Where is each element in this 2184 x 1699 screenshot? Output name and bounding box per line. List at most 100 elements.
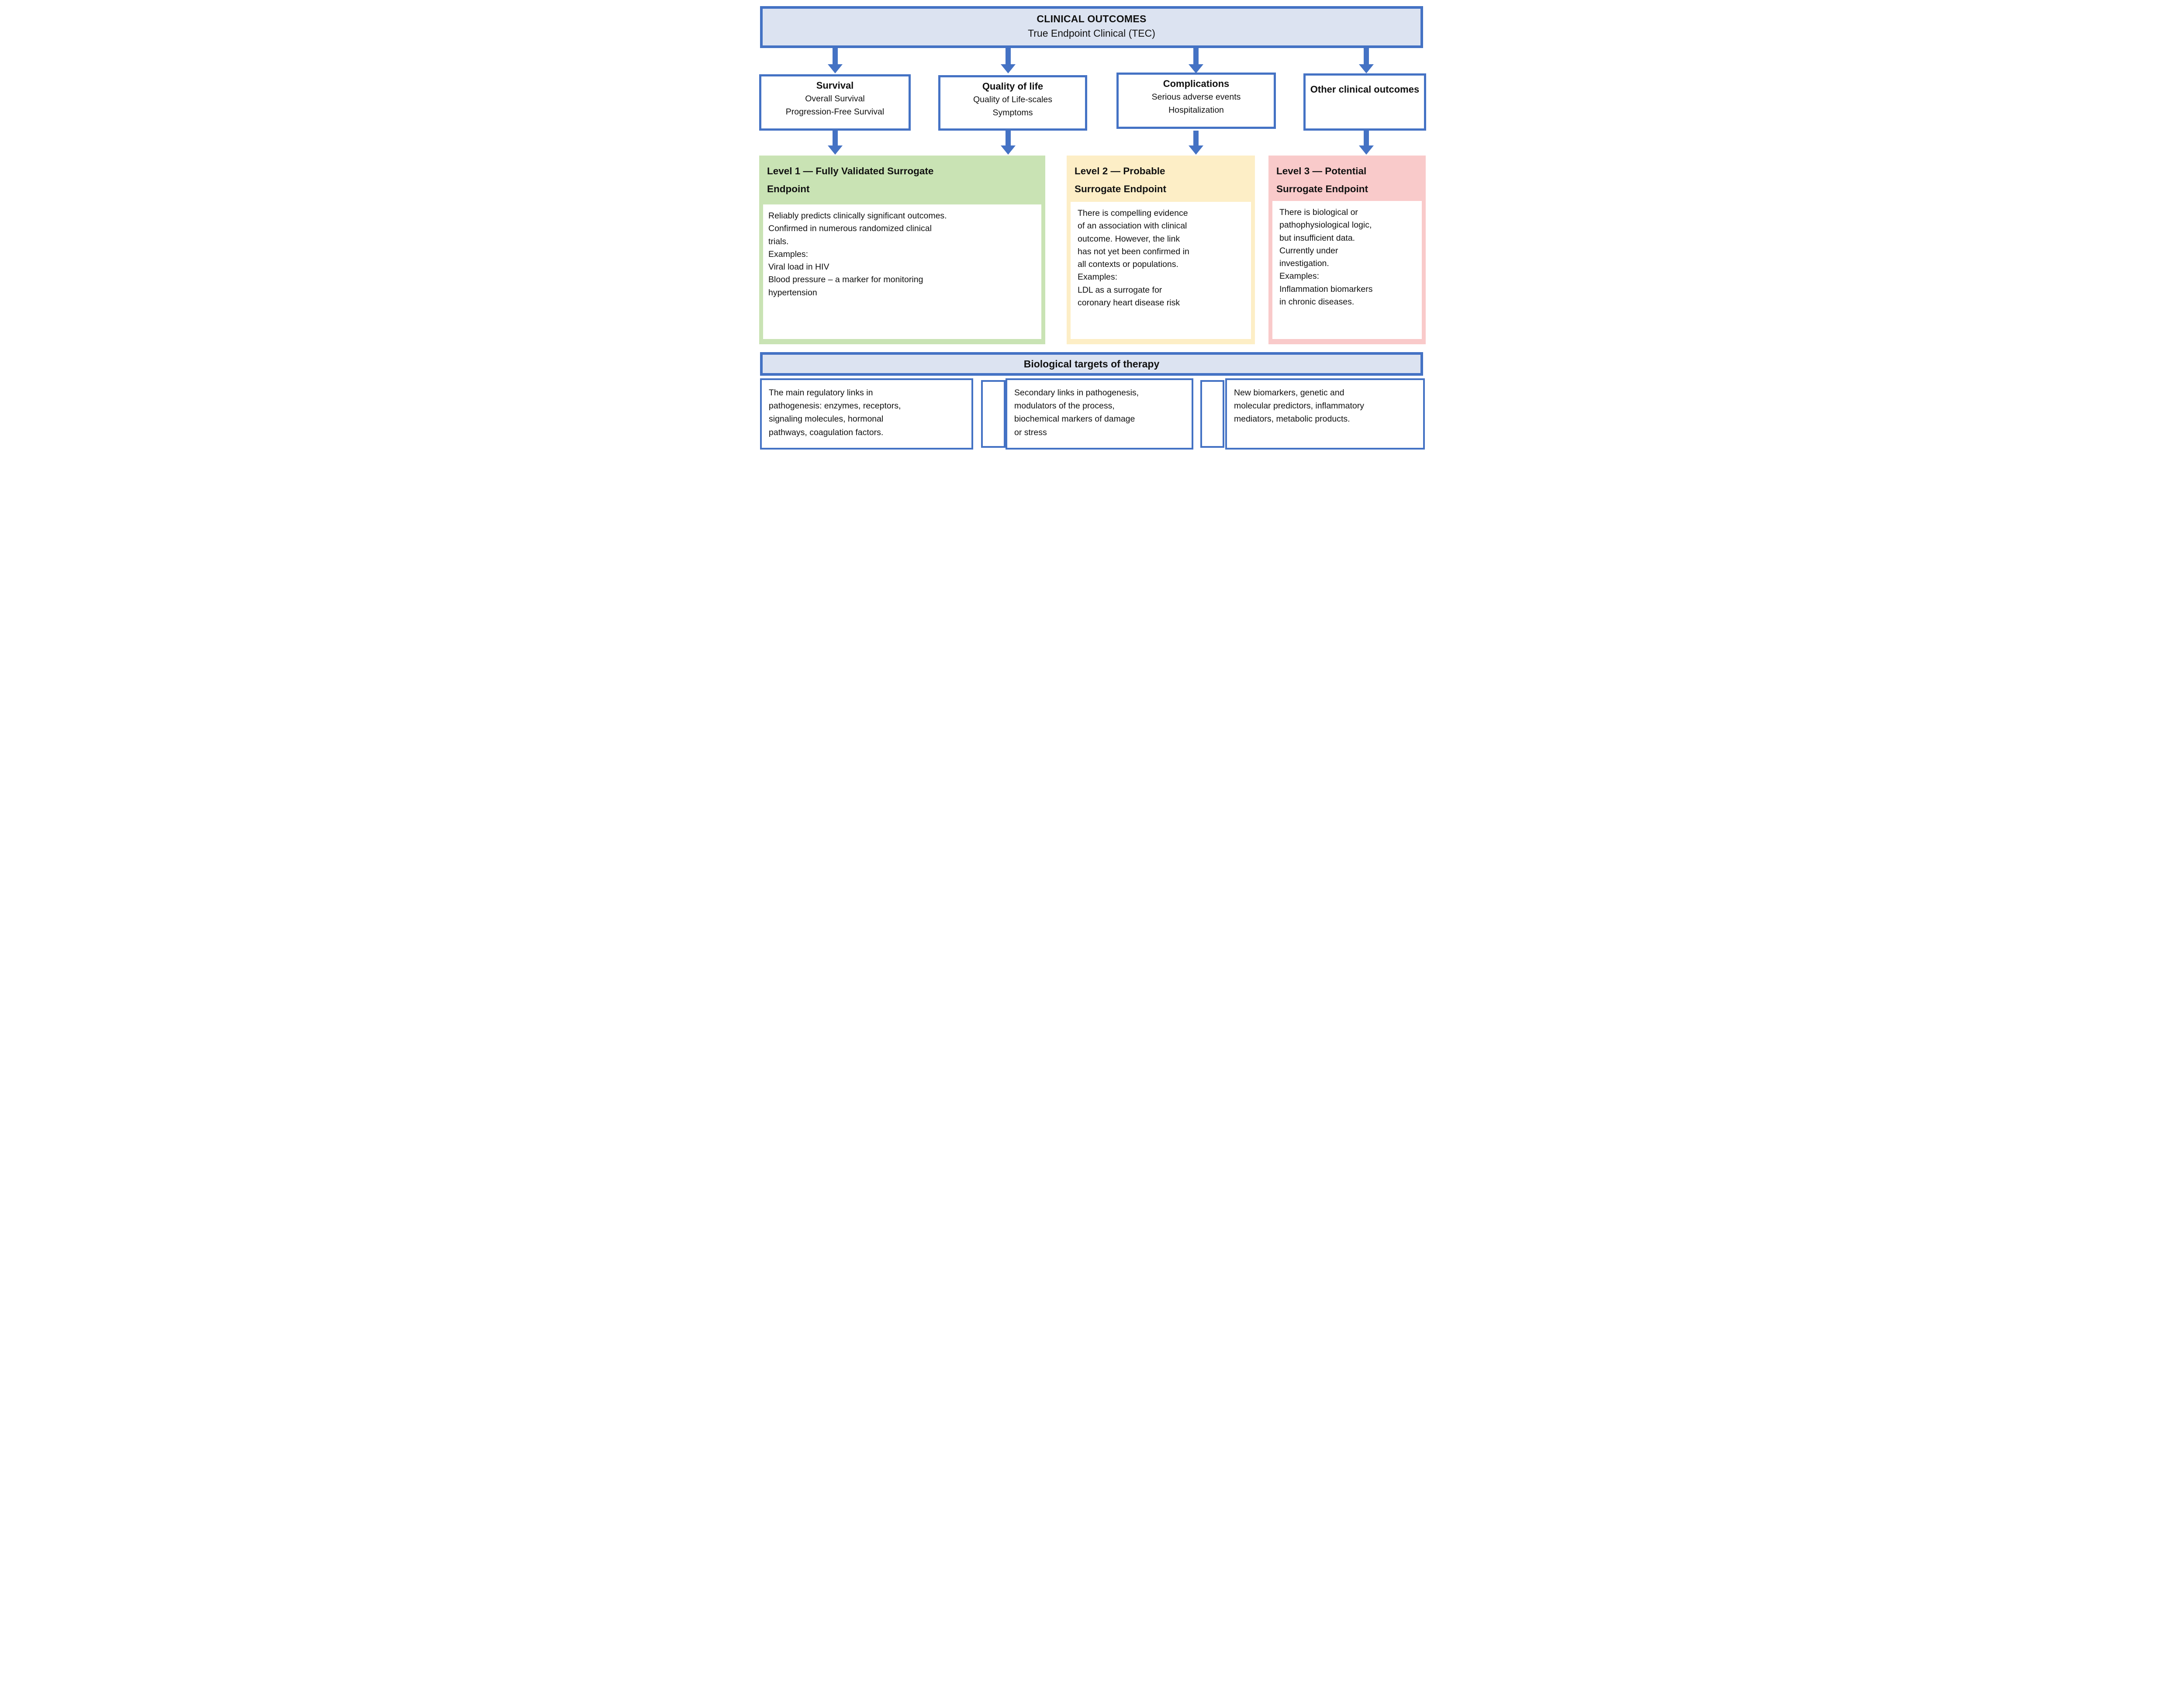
text-line: Progression-Free Survival <box>785 107 885 117</box>
down-arrow-icon <box>1001 48 1016 73</box>
text-line: trials. <box>768 236 789 246</box>
text-line: of an association with clinical <box>1078 221 1187 231</box>
down-arrow-icon <box>1189 48 1203 73</box>
text-line: Level 2 — Probable <box>1075 166 1165 176</box>
arrow-head <box>1359 145 1374 155</box>
arrow-head <box>1359 64 1374 73</box>
arrow-stem <box>1006 131 1011 145</box>
level-2-body-text: There is compelling evidence of an associ… <box>1071 202 1251 309</box>
down-arrow-icon <box>1001 131 1016 155</box>
text-line: modulators of the process, <box>1014 401 1115 411</box>
arrow-stem <box>1364 48 1369 64</box>
text-line: Hospitalization <box>1168 105 1224 115</box>
text-line: biochemical markers of damage <box>1014 414 1135 424</box>
text-line: but insufficient data. <box>1279 233 1355 243</box>
level-1-body-panel: Reliably predicts clinically significant… <box>763 204 1041 339</box>
target-box-text: Secondary links in pathogenesis, modulato… <box>1007 380 1192 439</box>
text-line: Examples: <box>768 249 809 259</box>
spacer-box <box>981 380 1006 448</box>
text-line: has not yet been confirmed in <box>1078 246 1189 256</box>
bottom-banner: Biological targets of therapy <box>760 352 1423 376</box>
level-2-body-panel: There is compelling evidence of an associ… <box>1071 202 1251 339</box>
arrow-stem <box>833 48 838 64</box>
level-3-body-panel: There is biological or pathophysiological… <box>1272 201 1422 339</box>
arrow-head <box>1001 64 1016 73</box>
down-arrow-icon <box>828 48 843 73</box>
outcome-box-title: Survival <box>816 80 854 91</box>
text-line: Quality of Life-scales <box>973 95 1052 104</box>
text-line: Viral load in HIV <box>768 262 829 272</box>
arrow-head <box>1189 145 1203 155</box>
level-3-body-text: There is biological or pathophysiological… <box>1272 201 1422 308</box>
text-line: Examples: <box>1078 272 1118 282</box>
text-line: Surrogate Endpoint <box>1276 183 1368 194</box>
arrow-stem <box>1006 48 1011 64</box>
text-line: investigation. <box>1279 259 1329 268</box>
text-line: Reliably predicts clinically significant… <box>768 211 947 221</box>
target-box-new-biomarkers: New biomarkers, genetic and molecular pre… <box>1225 378 1425 450</box>
spacer-box <box>1200 380 1224 448</box>
text-line: Level 1 — Fully Validated Surrogate <box>767 166 934 176</box>
arrow-stem <box>833 131 838 145</box>
text-line: or stress <box>1014 427 1047 437</box>
down-arrow-icon <box>1189 131 1203 155</box>
target-box-primary-links: The main regulatory links in pathogenesis… <box>760 378 973 450</box>
banner-title: CLINICAL OUTCOMES <box>1037 13 1147 24</box>
down-arrow-icon <box>1359 131 1374 155</box>
text-line: Overall Survival <box>805 94 865 104</box>
text-line: in chronic diseases. <box>1279 297 1355 307</box>
text-line: Endpoint <box>767 183 810 194</box>
text-line: pathophysiological logic, <box>1279 220 1372 230</box>
text-line: Inflammation biomarkers <box>1279 284 1373 294</box>
arrow-head <box>828 145 843 155</box>
text-line: mediators, metabolic products. <box>1234 414 1350 424</box>
text-line: There is biological or <box>1279 208 1358 217</box>
arrow-stem <box>1193 48 1199 64</box>
arrow-stem <box>1364 131 1369 145</box>
arrow-head <box>1189 64 1203 73</box>
text-line: Confirmed in numerous randomized clinica… <box>768 224 932 234</box>
text-line: Examples: <box>1279 271 1320 281</box>
text-line: pathways, coagulation factors. <box>769 427 884 437</box>
text-line: signaling molecules, hormonal <box>769 414 884 424</box>
level-1-body-text: Reliably predicts clinically significant… <box>763 204 1041 299</box>
text-line: Surrogate Endpoint <box>1075 183 1166 194</box>
down-arrow-icon <box>1359 48 1374 73</box>
arrow-head <box>828 64 843 73</box>
outcome-box-title: Other clinical outcomes <box>1310 84 1420 95</box>
target-box-text: New biomarkers, genetic and molecular pre… <box>1227 380 1423 426</box>
target-box-text: The main regulatory links in pathogenesis… <box>762 380 971 439</box>
text-line: Level 3 — Potential <box>1276 166 1367 176</box>
text-line: outcome. However, the link <box>1078 234 1180 244</box>
text-line: New biomarkers, genetic and <box>1234 388 1344 398</box>
arrow-stem <box>1193 131 1199 145</box>
outcome-box-title: Quality of life <box>982 81 1044 92</box>
banner-subtitle: True Endpoint Clinical (TEC) <box>1028 28 1155 39</box>
text-line: Secondary links in pathogenesis, <box>1014 388 1139 398</box>
text-line: pathogenesis: enzymes, receptors, <box>769 401 901 411</box>
outcome-box-title: Complications <box>1163 78 1230 89</box>
clinical-outcomes-diagram: CLINICAL OUTCOMES True Endpoint Clinical… <box>750 0 1434 456</box>
text-line: Currently under <box>1279 246 1338 256</box>
bottom-banner-title: Biological targets of therapy <box>1023 358 1160 370</box>
text-line: all contexts or populations. <box>1078 260 1178 269</box>
text-line: LDL as a surrogate for <box>1078 285 1162 295</box>
text-line: Serious adverse events <box>1151 92 1241 102</box>
text-line: molecular predictors, inflammatory <box>1234 401 1365 411</box>
outcome-box-other-clinical-outcomes: Other clinical outcomes <box>1303 73 1426 131</box>
down-arrow-icon <box>828 131 843 155</box>
text-line: The main regulatory links in <box>769 388 873 398</box>
text-line: Blood pressure – a marker for monitoring <box>768 275 923 285</box>
text-line: There is compelling evidence <box>1078 208 1188 218</box>
text-line: hypertension <box>768 287 817 298</box>
